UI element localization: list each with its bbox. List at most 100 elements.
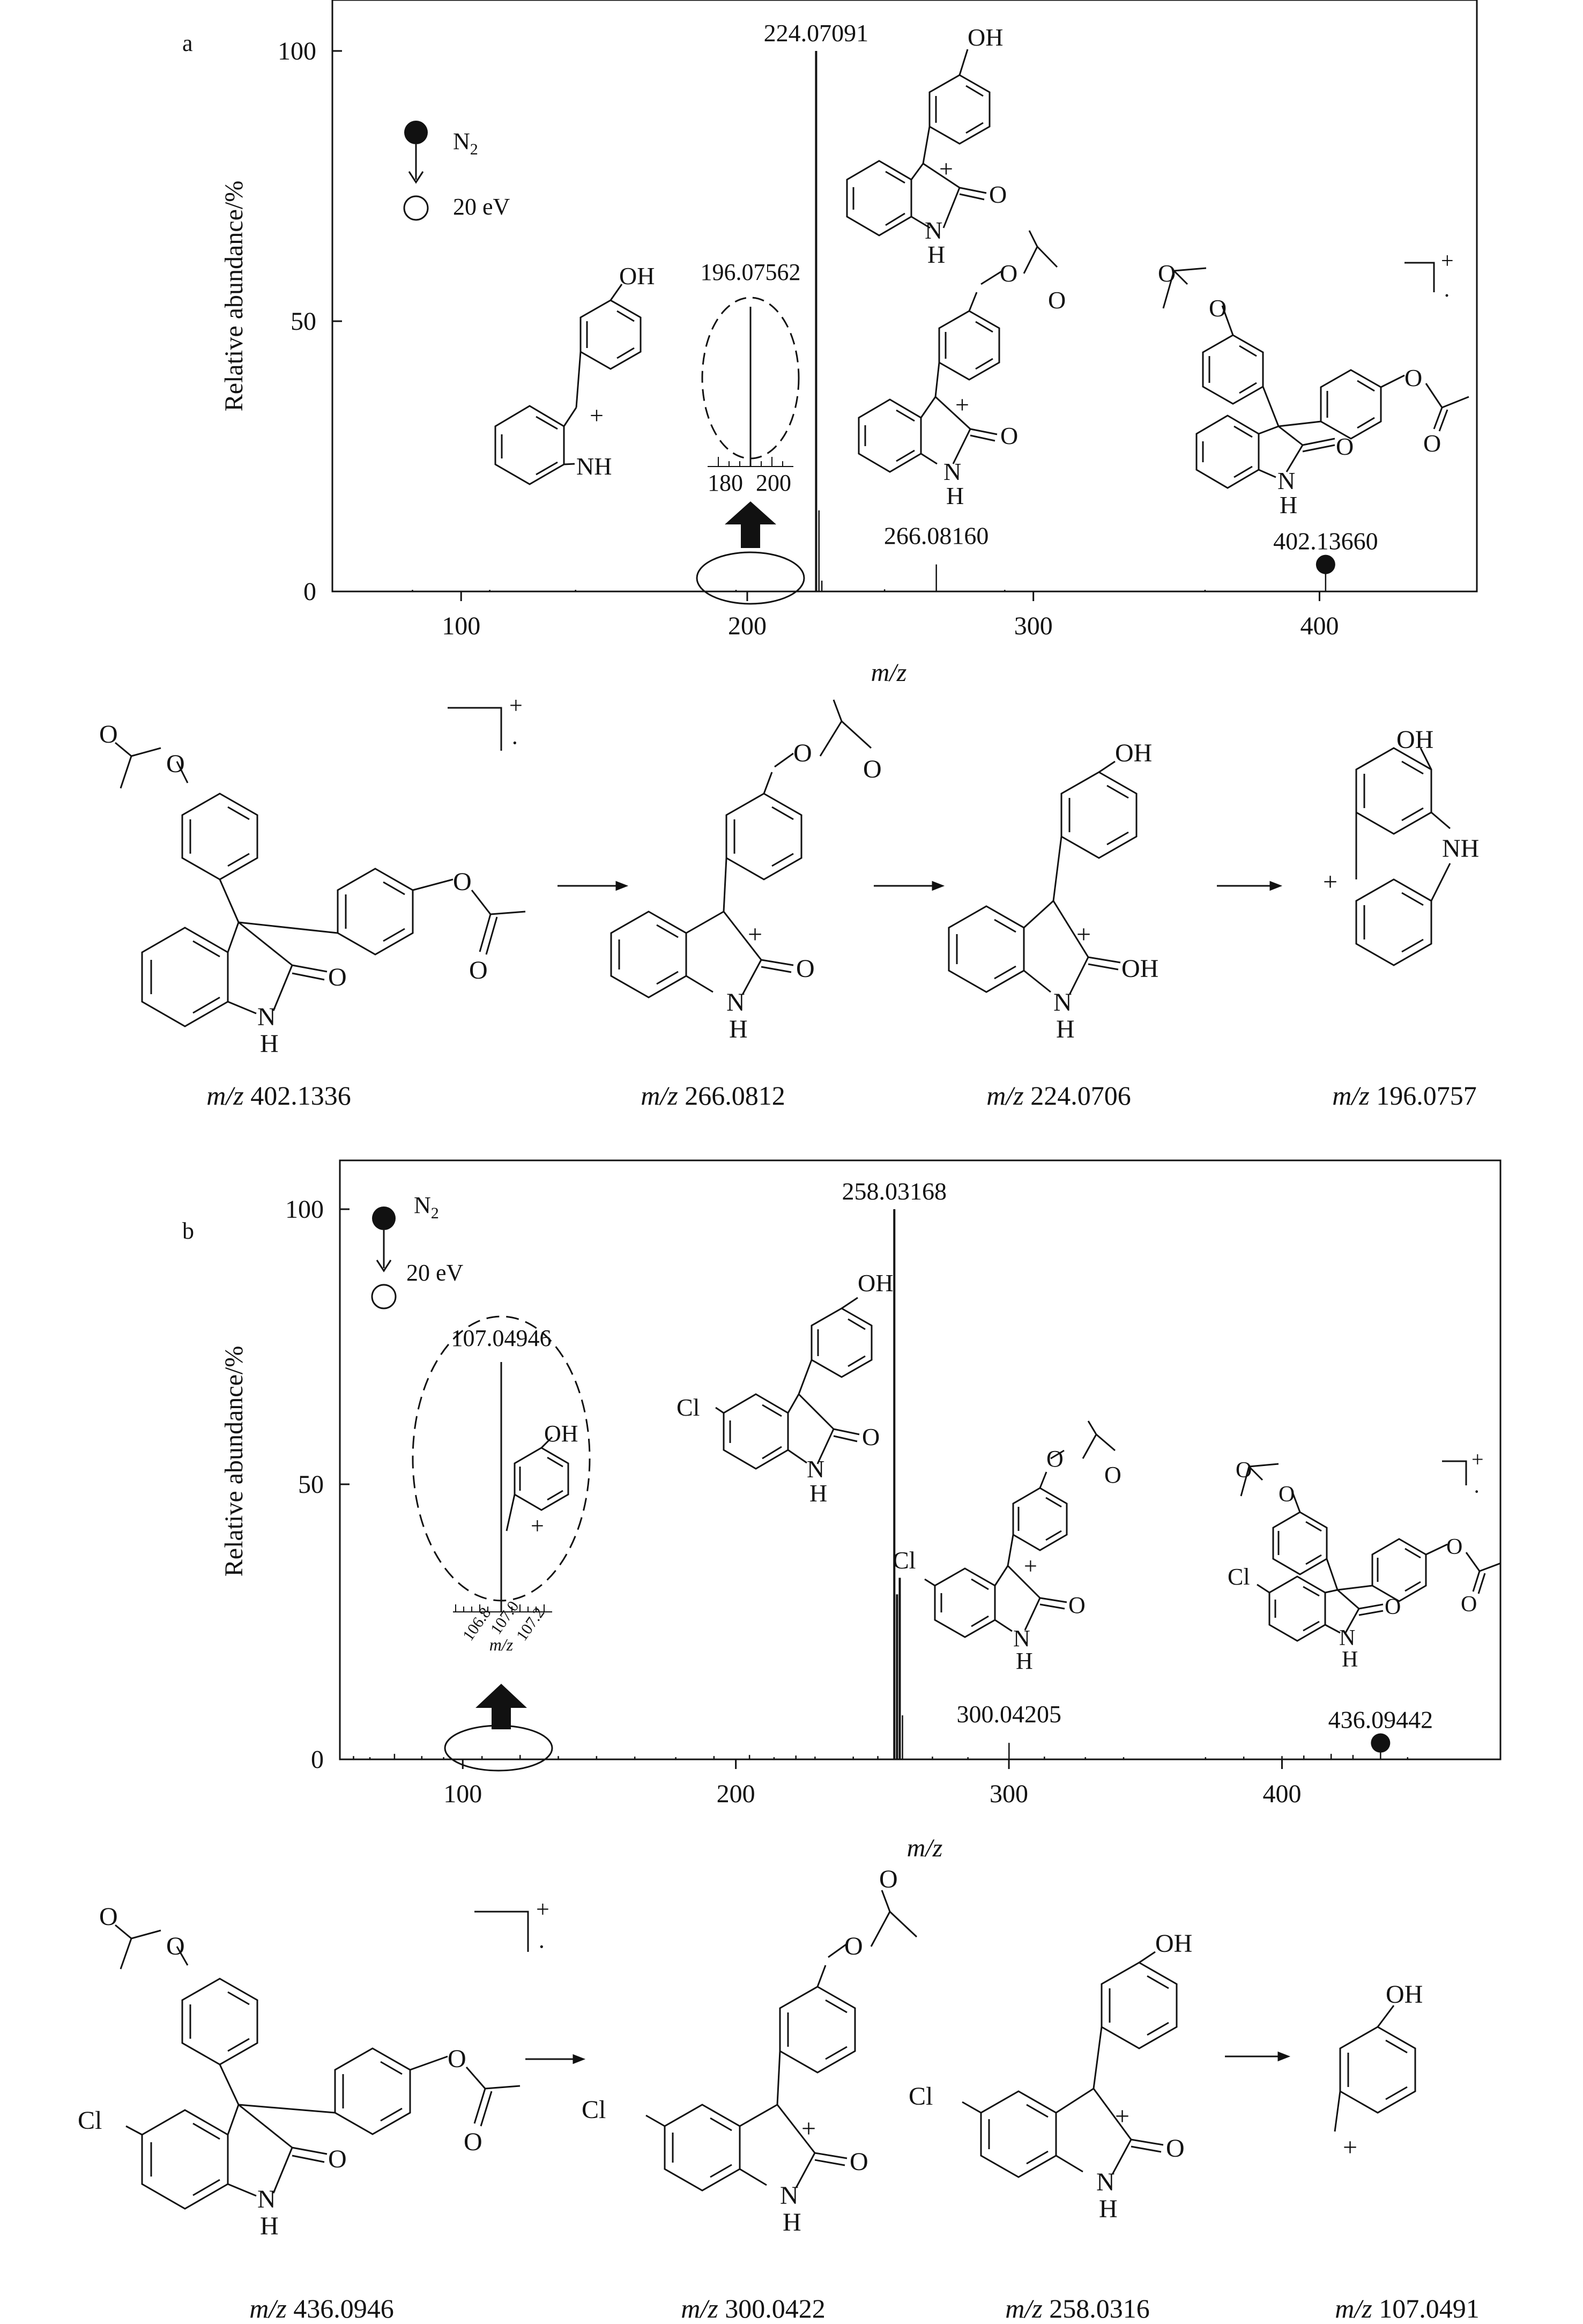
scheme-a-label-1: m/z 266.0812 [641, 1080, 785, 1111]
scheme-b-436-cl: Cl [78, 2106, 102, 2135]
scheme-b-300-cl: Cl [582, 2096, 606, 2124]
structure-a-224-o: O [989, 181, 1007, 208]
structure-b-258-o: O [862, 1423, 880, 1450]
inset-peak-label-b: 107.04946 [451, 1325, 552, 1351]
scheme-a-266-n: N [726, 988, 745, 1017]
scheme-a-224-oh: OH [1115, 739, 1152, 767]
structure-b-300-plus: + [1024, 1553, 1037, 1579]
y-tick-label-a: 0 [303, 578, 316, 606]
bracket-b-dot: · [1473, 1479, 1480, 1504]
scheme-b-label-2: m/z 258.0316 [1005, 2293, 1149, 2323]
panel-a-label: a [182, 30, 193, 56]
structure-b-258-oh: OH [858, 1269, 893, 1297]
x-axis-label-a: m/z [871, 658, 907, 687]
scheme-b-436-o3: O [448, 2045, 466, 2073]
structure-b-436-o2: O [1279, 1482, 1295, 1507]
scheme-b-300-plus: + [801, 2114, 816, 2143]
structure-b-300-o2: O [1104, 1462, 1121, 1488]
structure-b-436 [1240, 1460, 1502, 1642]
scheme-a-266-plus: + [748, 920, 762, 949]
svg-text:N2: N2 [453, 128, 478, 158]
scheme-a-arrow-1 [558, 880, 629, 891]
scheme-a-224-h: H [1056, 1015, 1075, 1043]
scheme-b-258-h: H [1099, 2195, 1118, 2223]
y-tick-label-b: 50 [298, 1470, 324, 1499]
scheme-b-436-h: H [260, 2212, 279, 2240]
panel-b-label: b [182, 1218, 194, 1244]
inset-b-oh: OH [544, 1420, 578, 1447]
legend-gas-a: N [453, 128, 470, 154]
scheme-b-436-o1: O [99, 1903, 118, 1931]
plot-frame-b [339, 1159, 1502, 1760]
structure-b-436-cl: Cl [1228, 1564, 1250, 1590]
structure-a-196-plus: + [590, 402, 604, 429]
peak-label-a: 266.08160 [884, 522, 989, 550]
structure-a-224-h: H [927, 241, 945, 268]
scheme-a-266-o2: O [863, 755, 882, 783]
structure-b-300-n: N [1013, 1625, 1030, 1652]
gas-marker-b [372, 1207, 396, 1230]
structure-b-300-cl: Cl [893, 1546, 916, 1574]
gas-marker-a [404, 121, 428, 144]
scheme-a-196-nh: NH [1442, 834, 1479, 863]
x-tick-label-b: 300 [990, 1780, 1028, 1808]
y-tick-label-b: 100 [285, 1195, 324, 1224]
scheme-a-arrow-3 [1217, 880, 1283, 891]
collision-marker-b [371, 1284, 397, 1309]
plot-frame-a [331, 0, 1478, 593]
scheme-a-label-0: m/z 402.1336 [206, 1080, 351, 1111]
scheme-a-arrow-2 [874, 880, 945, 891]
scheme-b: O O O O O Cl N H + · O O Cl + O [78, 1865, 1480, 2323]
structure-a-266-o3: O [1000, 422, 1018, 449]
x-tick-label-a: 300 [1014, 612, 1053, 640]
structure-b-258 [715, 1297, 873, 1470]
structure-a-224-n: N [925, 217, 942, 244]
y-tick-label-a: 50 [291, 307, 316, 336]
scheme-b-300-h: H [783, 2208, 801, 2237]
structure-a-266-n: N [943, 458, 961, 485]
x-tick-label-b: 200 [717, 1780, 755, 1808]
bracket-a-dot: · [1443, 284, 1451, 308]
legend-gas-b: N [414, 1192, 431, 1218]
scheme-b-300-o3: O [850, 2148, 868, 2176]
precursor-marker-b [1371, 1733, 1391, 1753]
structure-a-402-o1: O [1158, 260, 1176, 287]
structure-b-258-h: H [809, 1479, 827, 1507]
inset-tick-a-1: 200 [756, 470, 791, 496]
inset-a: 196.07562 180 200 [696, 259, 805, 605]
x-tick-label-a: 100 [442, 612, 480, 640]
scheme-a: O O O O O N H + · O O + O N H [99, 692, 1479, 1111]
zoom-arrow-a [725, 501, 776, 548]
bracket-a-plus: + [1441, 249, 1454, 273]
inset-xlabel-b: m/z [489, 1635, 514, 1654]
x-axis-label-b: m/z [907, 1834, 943, 1862]
scheme-b-107-plus: + [1343, 2133, 1357, 2162]
scheme-b-300-o2: O [879, 1865, 898, 1893]
structure-b-436-n: N [1339, 1626, 1355, 1651]
peak-label-b: 258.03168 [842, 1178, 947, 1205]
structure-a-402-o5: O [1336, 433, 1354, 460]
structure-b-300-o1: O [1046, 1446, 1064, 1472]
collision-legend-a: N2 20 eV [403, 121, 510, 221]
scheme-a-402-h: H [260, 1030, 279, 1058]
x-tick-label-a: 400 [1300, 612, 1339, 640]
peak-label-a: 224.07091 [764, 19, 869, 47]
scheme-b-label-3: m/z 107.0491 [1335, 2293, 1479, 2323]
bracket-b-plus: + [1471, 1447, 1484, 1471]
legend-energy-b: 20 eV [406, 1260, 464, 1286]
legend-gas-sub-a: 2 [470, 140, 478, 158]
scheme-b-258-n: N [1096, 2168, 1115, 2196]
scheme-b-arrow-1 [525, 2054, 586, 2064]
structure-a-224-plus: + [939, 155, 953, 182]
scheme-b-arrow-2 [1225, 2051, 1291, 2062]
scheme-a-224-plus: + [1076, 920, 1091, 949]
radical-cation-bracket-a [1404, 262, 1435, 292]
y-axis-label-a: Relative abundance/% [220, 181, 248, 411]
peak-label-b: 436.09442 [1328, 1706, 1433, 1733]
